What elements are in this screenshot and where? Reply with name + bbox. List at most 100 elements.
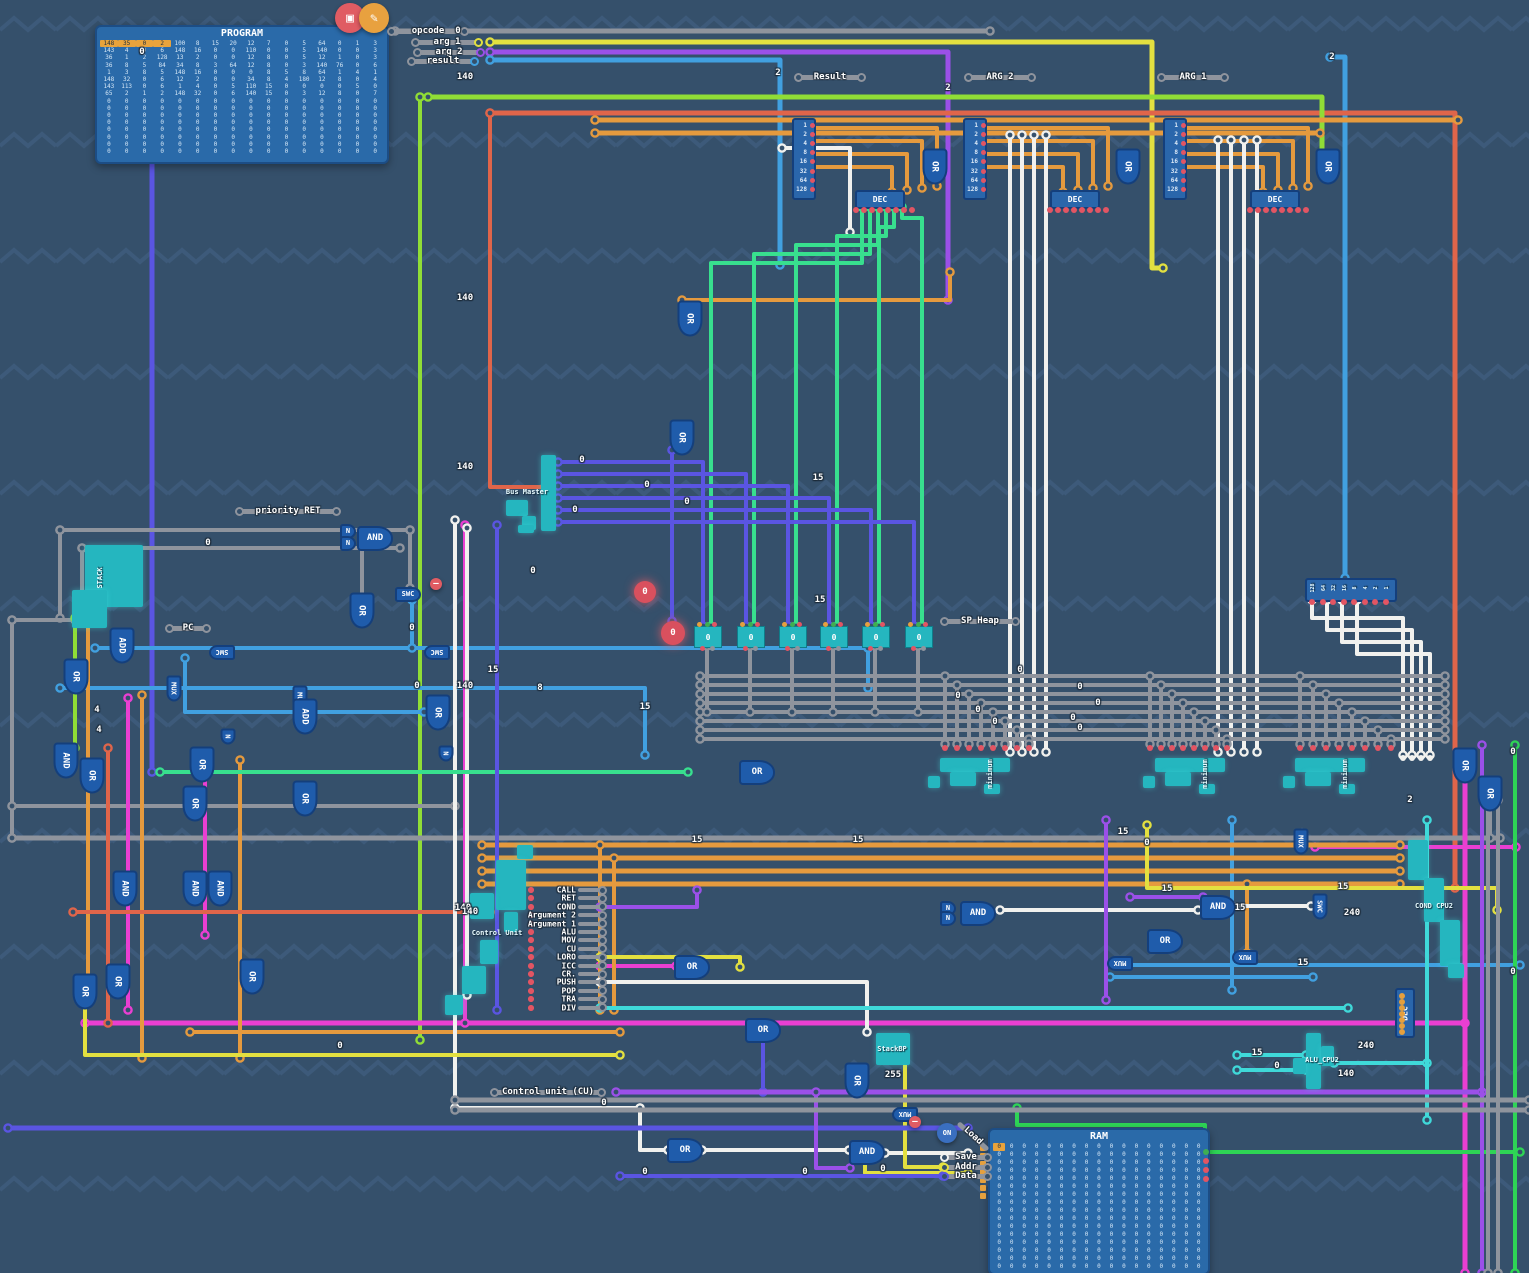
bus-master[interactable] xyxy=(518,525,534,533)
label-pill-wire[interactable] xyxy=(943,1164,989,1170)
or-gate[interactable]: OR xyxy=(844,1062,870,1098)
minimum-3[interactable] xyxy=(1283,776,1295,788)
n-gate[interactable]: N xyxy=(340,535,356,551)
or-gate[interactable]: OR xyxy=(1477,775,1503,811)
label-pill-arg-1[interactable]: arg 1 xyxy=(433,37,461,47)
n-gate[interactable]: N xyxy=(438,745,454,761)
label-pill-addr[interactable]: Addr xyxy=(955,1162,977,1172)
or-gate[interactable]: OR xyxy=(669,419,695,455)
byte-splitter[interactable] xyxy=(1305,578,1397,602)
minimum-1[interactable] xyxy=(950,772,976,786)
or-gate[interactable]: OR xyxy=(182,785,208,821)
minimum-2[interactable] xyxy=(1143,776,1155,788)
label-pill-arg-2[interactable]: arg 2 xyxy=(435,47,463,57)
mux-gate[interactable]: MUX xyxy=(1232,949,1258,965)
on-button[interactable]: ON xyxy=(937,1123,957,1143)
swc-gate[interactable]: SWC xyxy=(395,586,421,602)
minimum-3[interactable] xyxy=(1295,758,1365,772)
or-gate[interactable]: OR xyxy=(1315,148,1341,184)
control-unit[interactable] xyxy=(470,893,494,919)
minimum-1[interactable] xyxy=(928,776,940,788)
and-gate[interactable]: AND xyxy=(112,870,138,906)
or-gate[interactable]: OR xyxy=(189,746,215,782)
register-input-arg-2[interactable] xyxy=(963,118,987,200)
dec-block[interactable]: DEC xyxy=(1395,988,1415,1038)
label-pill-wire[interactable] xyxy=(414,39,480,45)
n-gate[interactable]: N xyxy=(220,728,236,744)
and-gate[interactable]: AND xyxy=(182,870,208,906)
mux-gate[interactable]: MUX xyxy=(166,675,182,701)
or-gate[interactable]: OR xyxy=(1452,747,1478,783)
and-gate[interactable]: AND xyxy=(207,870,233,906)
remove-badge[interactable]: – xyxy=(909,1116,921,1128)
n-gate[interactable]: N xyxy=(940,910,956,926)
or-gate[interactable]: OR xyxy=(922,148,948,184)
or-gate[interactable]: OR xyxy=(72,973,98,1009)
register-input-result[interactable] xyxy=(792,118,816,200)
or-gate[interactable]: OR xyxy=(745,1017,781,1043)
label-pill-wire[interactable] xyxy=(943,1173,989,1179)
edit-pencil-button[interactable]: ✎ xyxy=(359,3,389,33)
or-gate[interactable]: OR xyxy=(79,757,105,793)
swc-gate[interactable]: SWC xyxy=(424,644,450,660)
bus-master[interactable] xyxy=(541,455,556,531)
alu-cpu2[interactable] xyxy=(1306,1033,1321,1089)
alu-cpu2[interactable] xyxy=(1293,1058,1306,1074)
and-gate[interactable]: AND xyxy=(53,742,79,778)
label-pill-result[interactable]: result xyxy=(426,56,460,66)
or-gate[interactable]: OR xyxy=(63,658,89,694)
and-gate[interactable]: AND xyxy=(1200,894,1236,920)
label-pill-control-unit-cu-[interactable]: Control unit (CU) xyxy=(501,1087,595,1097)
mux-gate[interactable]: MUX xyxy=(1107,955,1133,971)
or-gate[interactable]: OR xyxy=(292,780,318,816)
cond-cpu2[interactable] xyxy=(1408,840,1428,880)
value-display[interactable]: 0 xyxy=(905,626,933,648)
cond-cpu2[interactable] xyxy=(1440,920,1460,966)
or-gate[interactable]: OR xyxy=(349,592,375,628)
label-pill-data[interactable]: Data xyxy=(955,1171,977,1181)
label-pill-priority-ret[interactable]: priority RET xyxy=(255,506,321,516)
value-display[interactable]: 0 xyxy=(694,626,722,648)
swc-gate[interactable]: SWC xyxy=(1312,893,1328,919)
minimum-1[interactable] xyxy=(984,784,1000,794)
or-gate[interactable]: OR xyxy=(425,694,451,730)
or-gate[interactable]: OR xyxy=(1147,928,1183,954)
label-pill-wire[interactable] xyxy=(416,49,482,55)
label-pill-pc[interactable]: PC xyxy=(182,623,194,633)
mux-gate[interactable]: MUX xyxy=(1293,828,1309,854)
label-pill-wire[interactable] xyxy=(168,625,208,631)
label-pill-wire[interactable] xyxy=(797,74,863,80)
bus-master[interactable] xyxy=(506,500,528,516)
value-display[interactable]: 0 xyxy=(779,626,807,648)
control-unit[interactable] xyxy=(496,860,526,910)
or-gate[interactable]: OR xyxy=(667,1137,703,1163)
label-pill-wire[interactable] xyxy=(943,1154,989,1160)
label-pill-wire[interactable] xyxy=(390,28,466,34)
cond-cpu2[interactable] xyxy=(1448,964,1464,978)
label-pill-wire[interactable] xyxy=(1160,74,1226,80)
label-pill-save[interactable]: Save xyxy=(955,1152,977,1162)
label-pill-wire[interactable] xyxy=(943,618,1017,624)
or-gate[interactable]: OR xyxy=(239,958,265,994)
label-pill-wire[interactable] xyxy=(967,74,1033,80)
label-pill-wire[interactable] xyxy=(493,1089,603,1095)
minimum-2[interactable] xyxy=(1165,772,1191,786)
value-display[interactable]: 0 xyxy=(737,626,765,648)
minimum-1[interactable] xyxy=(940,758,1010,772)
add-gate[interactable]: ADD xyxy=(109,627,135,663)
stack[interactable] xyxy=(72,590,107,628)
add-gate[interactable]: ADD xyxy=(292,698,318,734)
cond-cpu2[interactable] xyxy=(1424,878,1444,922)
or-gate[interactable]: OR xyxy=(677,300,703,336)
control-unit[interactable] xyxy=(462,966,486,994)
control-unit[interactable] xyxy=(517,845,533,859)
register-input-arg-1[interactable] xyxy=(1163,118,1187,200)
stack-bp[interactable] xyxy=(876,1033,910,1065)
and-gate[interactable]: AND xyxy=(357,525,393,551)
control-unit[interactable] xyxy=(504,912,518,932)
or-gate[interactable]: OR xyxy=(674,954,710,980)
control-unit[interactable] xyxy=(445,995,463,1015)
and-gate[interactable]: AND xyxy=(960,900,996,926)
label-pill-arg-1[interactable]: ARG 1 xyxy=(1179,72,1207,82)
